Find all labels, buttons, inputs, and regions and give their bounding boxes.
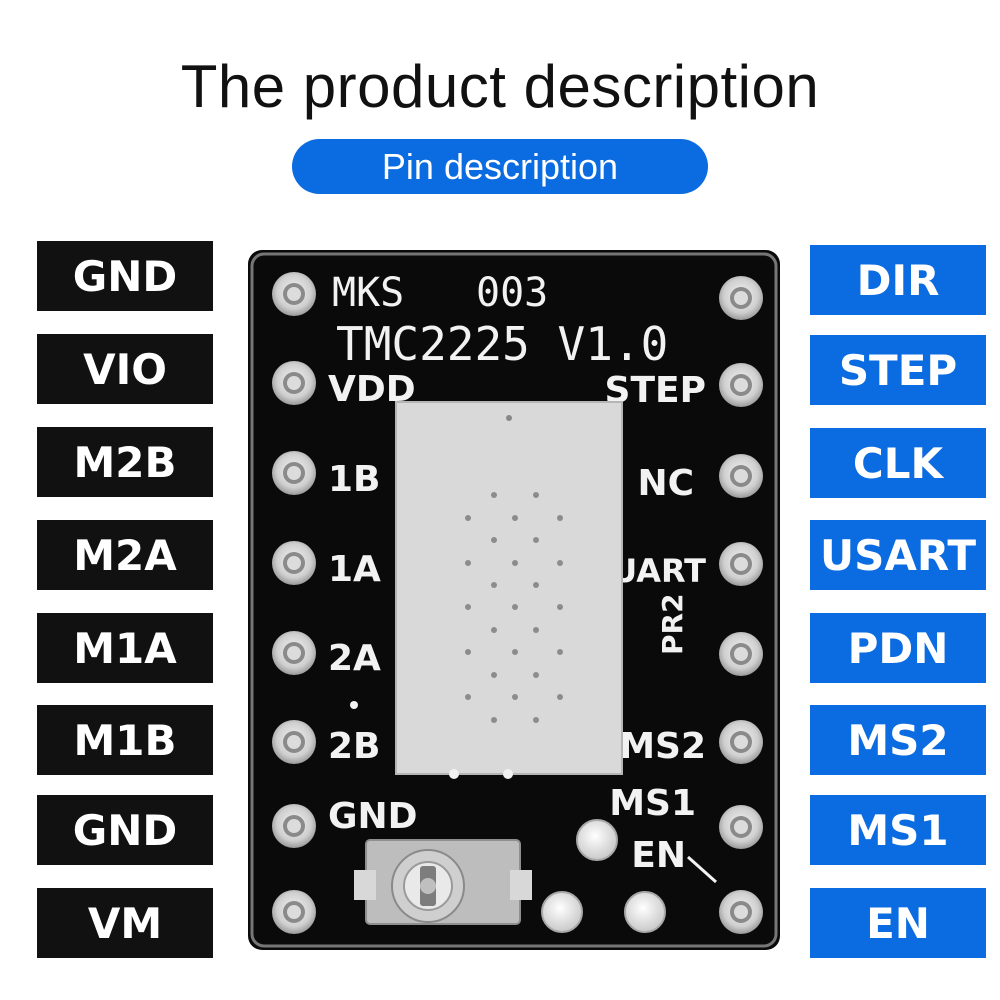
silk-right-ms2: MS2	[619, 726, 706, 767]
right-header-pads	[719, 276, 763, 934]
silk-right-pr2: PR2	[656, 593, 689, 655]
round-pads	[541, 819, 666, 933]
tmc2225-driver-board: MKS 003 TMC2225 V1.0 VDD 1B 1A 2A 2B GND…	[248, 250, 780, 950]
silk-right-en: EN	[631, 835, 686, 876]
pin-pad	[272, 451, 316, 495]
silk-left-1a: 1A	[328, 549, 381, 590]
pin-pad	[719, 632, 763, 676]
right-pin-label: MS1	[810, 795, 986, 865]
right-pin-label: DIR	[810, 245, 986, 315]
pin-pad	[272, 720, 316, 764]
pin-pad	[719, 454, 763, 498]
silk-left-2a: 2A	[328, 638, 381, 679]
right-pin-label: USART	[810, 520, 986, 590]
silk-left-gnd: GND	[328, 796, 418, 837]
silk-brand: MKS	[332, 270, 404, 316]
potentiometer	[354, 839, 532, 925]
left-header-pads	[272, 272, 316, 934]
pin-pad	[719, 805, 763, 849]
left-pin-label: M2B	[37, 427, 213, 497]
right-pin-label: PDN	[810, 613, 986, 683]
silk-model: TMC2225 V1.0	[336, 317, 668, 371]
pin-pad	[719, 720, 763, 764]
pin-pad	[719, 890, 763, 934]
silk-left-2b: 2B	[328, 726, 381, 767]
pin-pad	[719, 363, 763, 407]
left-pin-label: GND	[37, 795, 213, 865]
right-pin-label: STEP	[810, 335, 986, 405]
pin-pad	[719, 542, 763, 586]
heatsink-chip	[395, 401, 623, 775]
pin-pad	[272, 631, 316, 675]
silk-right-uart: UART	[611, 552, 706, 590]
right-pin-label: CLK	[810, 428, 986, 498]
pin-pad	[272, 804, 316, 848]
right-pin-label: MS2	[810, 705, 986, 775]
page-title: The product description	[180, 53, 820, 120]
left-pin-label: M2A	[37, 520, 213, 590]
silk-left-1b: 1B	[328, 459, 381, 500]
pin-pad	[272, 272, 316, 316]
left-pin-label: VM	[37, 888, 213, 958]
silk-right-nc: NC	[637, 463, 694, 504]
left-pin-label: VIO	[37, 334, 213, 404]
silk-right-ms1: MS1	[609, 783, 696, 824]
left-pin-label: GND	[37, 241, 213, 311]
left-pin-label: M1B	[37, 705, 213, 775]
left-pin-label: M1A	[37, 613, 213, 683]
pin-pad	[719, 276, 763, 320]
pin-pad	[272, 890, 316, 934]
pin-pad	[272, 361, 316, 405]
pin-pad	[272, 541, 316, 585]
right-pin-label: EN	[810, 888, 986, 958]
heatsink-vias	[465, 492, 563, 723]
pin-description-badge: Pin description	[292, 139, 708, 194]
silk-code: 003	[476, 270, 548, 316]
